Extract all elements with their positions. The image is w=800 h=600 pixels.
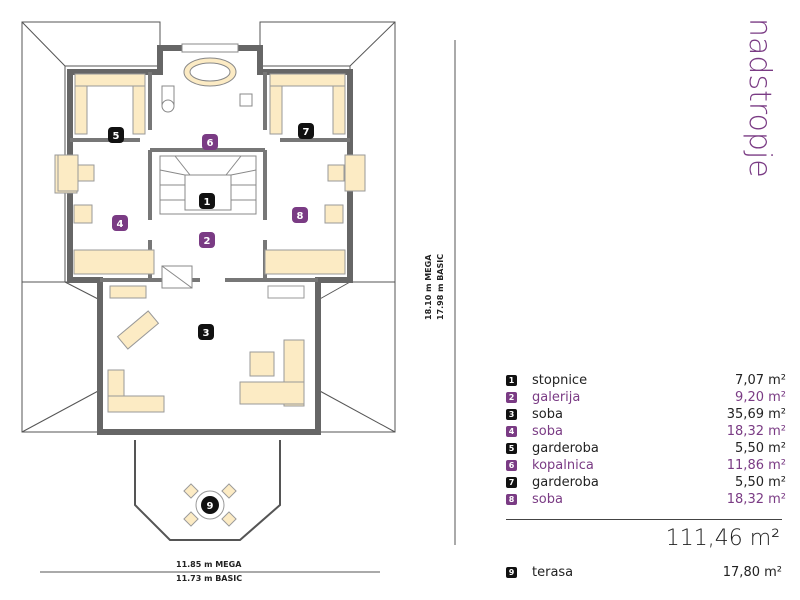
marker-9 [201, 496, 219, 514]
terrace-row: 9 terasa 17,80 m² [506, 564, 782, 581]
terrace-badge: 9 [506, 567, 517, 578]
legend-room-name: kopalnica [532, 458, 594, 473]
dimension-lines [40, 40, 456, 573]
legend-room-area: 11,86 m² [726, 458, 786, 473]
legend-room-name: galerija [532, 390, 581, 405]
legend-badge: 5 [506, 443, 517, 454]
bedroom-furniture [54, 154, 366, 275]
marker-1 [199, 193, 215, 209]
svg-text:1: 1 [204, 197, 211, 208]
legend-badge: 2 [506, 392, 517, 403]
legend-badge: 3 [506, 409, 517, 420]
legend-row: 8 soba 18,32 m² [506, 491, 786, 508]
legend-row: 1 stopnice 7,07 m² [506, 372, 786, 389]
legend-room-area: 35,69 m² [726, 407, 786, 422]
marker-3 [198, 324, 214, 340]
svg-text:4: 4 [117, 219, 124, 230]
floor-title: nadstropje [742, 18, 777, 178]
legend-room-area: 9,20 m² [735, 390, 786, 405]
legend-room-name: stopnice [532, 373, 588, 388]
legend-row: 4 soba 18,32 m² [506, 423, 786, 440]
legend-badge: 8 [506, 494, 517, 505]
staircase [159, 155, 257, 289]
marker-8 [292, 207, 308, 223]
terrace-outline [134, 440, 281, 541]
legend-room-name: garderoba [532, 441, 599, 456]
legend-room-area: 7,07 m² [735, 373, 786, 388]
legend-room-name: soba [532, 492, 563, 507]
legend-room-name: garderoba [532, 475, 599, 490]
floor-title-text: nadstropje [742, 18, 777, 178]
wardrobes [74, 73, 346, 135]
terrace-area: 17,80 m² [722, 565, 782, 580]
legend-row: 6 kopalnica 11,86 m² [506, 457, 786, 474]
svg-text:8: 8 [297, 211, 304, 222]
marker-4 [112, 215, 128, 231]
marker-5 [108, 127, 124, 143]
terrace-name: terasa [532, 565, 574, 580]
legend-badge: 4 [506, 426, 517, 437]
dim-depth-mega: 18.10 m MEGA [424, 254, 433, 320]
legend-room-area: 18,32 m² [726, 424, 786, 439]
legend-row: 2 galerija 9,20 m² [506, 389, 786, 406]
svg-text:2: 2 [204, 236, 211, 247]
legend-room-name: soba [532, 407, 563, 422]
legend-room-name: soba [532, 424, 563, 439]
legend-badge: 1 [506, 375, 517, 386]
living-furniture [107, 285, 305, 413]
legend-room-area: 5,50 m² [735, 475, 786, 490]
room-legend: 1 stopnice 7,07 m² 2 galerija 9,20 m² 3 soba 35,… [506, 372, 786, 508]
legend-room-area: 18,32 m² [726, 492, 786, 507]
legend-row: 3 soba 35,69 m² [506, 406, 786, 423]
svg-text:9: 9 [207, 501, 214, 512]
svg-text:5: 5 [113, 131, 120, 142]
dim-width-basic: 11.73 m BASIC [176, 574, 243, 583]
total-divider [506, 519, 782, 520]
legend-row: 5 garderoba 5,50 m² [506, 440, 786, 457]
room-markers: 5 7 6 1 4 8 2 3 9 [108, 123, 314, 514]
svg-text:3: 3 [203, 328, 210, 339]
legend-badge: 6 [506, 460, 517, 471]
legend-row: 7 garderoba 5,50 m² [506, 474, 786, 491]
legend-room-area: 5,50 m² [735, 441, 786, 456]
marker-6 [202, 134, 218, 150]
total-area: 111,46 m² [665, 526, 780, 551]
marker-7 [298, 123, 314, 139]
bathtub [161, 43, 253, 113]
dim-width-mega: 11.85 m MEGA [176, 560, 242, 569]
legend-badge: 7 [506, 477, 517, 488]
svg-text:6: 6 [207, 138, 214, 149]
svg-text:7: 7 [303, 127, 310, 138]
dim-depth-basic: 17.98 m BASIC [436, 253, 445, 320]
marker-2 [199, 232, 215, 248]
